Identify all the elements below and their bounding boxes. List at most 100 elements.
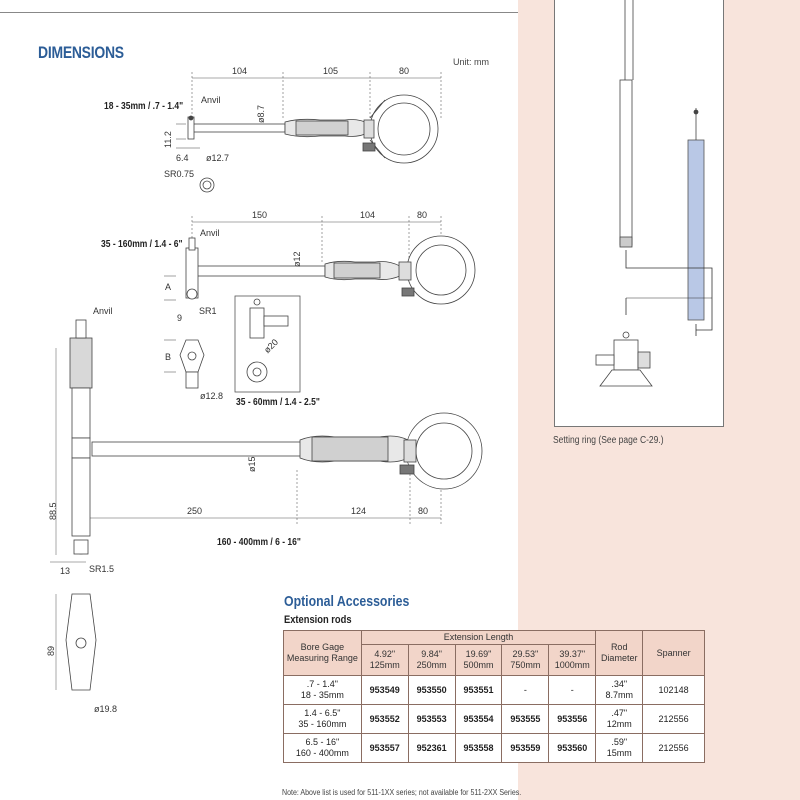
gage1-title: 18 - 35mm / .7 - 1.4": [104, 101, 184, 112]
spanner-cell: 212556: [642, 733, 705, 763]
gage3-rod-dia: ø15: [247, 456, 257, 472]
code-cell: 953559: [501, 733, 550, 763]
gage2-a-label: A: [165, 282, 172, 292]
gage3-dim-3: 80: [418, 506, 429, 516]
accessories-subtitle: Extension rods: [284, 614, 352, 626]
gage2-dim-2: 104: [360, 210, 376, 220]
length-inch: 4.92": [374, 649, 396, 659]
rod-cell: .34"8.7mm: [595, 675, 644, 705]
gage2-anvil-label: Anvil: [200, 228, 220, 238]
gage2-inset-title: 35 - 60mm / 1.4 - 2.5": [236, 397, 320, 408]
gage3-anvil-label: Anvil: [93, 306, 113, 316]
rod-inch: .59": [611, 737, 628, 747]
header-length-cell: 4.92"125mm: [360, 644, 409, 676]
code-cell: 953556: [548, 704, 597, 734]
gage3-height-2: 89: [46, 645, 56, 656]
extension-rods-table: Bore Gage Measuring Range Extension Leng…: [283, 630, 705, 763]
setting-ring-caption: Setting ring (See page C-29.): [553, 435, 664, 446]
code-cell: 953558: [454, 733, 503, 763]
gage3-dim-1: 250: [187, 506, 203, 516]
length-inch: 29.53": [512, 649, 539, 659]
gage3-title: 160 - 400mm / 6 - 16": [217, 537, 301, 548]
header-length-cell: 19.69"500mm: [454, 644, 503, 676]
code-cell: 953557: [360, 733, 409, 763]
table-row: 6.5 - 16"160 - 400mm 953557 952361 95355…: [283, 733, 705, 763]
table-row: 1.4 - 6.5"35 - 160mm 953552 953553 95355…: [283, 704, 705, 734]
rod-cell: .47"12mm: [595, 704, 644, 734]
gage1-dim-2: 105: [323, 66, 339, 76]
length-mm: 1000mm: [554, 660, 590, 670]
header-length-cell: 29.53"750mm: [501, 644, 550, 676]
top-rule: [0, 0, 518, 13]
range-inch: 1.4 - 6.5": [304, 708, 341, 718]
code-cell: 953560: [548, 733, 597, 763]
code-cell: 952361: [407, 733, 456, 763]
range-mm: 18 - 35mm: [300, 690, 344, 700]
range-cell: .7 - 1.4"18 - 35mm: [283, 675, 362, 705]
code-cell: 953552: [360, 704, 409, 734]
length-inch: 39.37": [559, 649, 586, 659]
length-mm: 500mm: [463, 660, 494, 670]
gage1-contact-dia: ø12.7: [206, 153, 230, 163]
table-row: .7 - 1.4"18 - 35mm 953549 953550 953551 …: [283, 675, 705, 705]
spanner-cell: 102148: [642, 675, 705, 705]
header-range: Bore Gage Measuring Range: [283, 630, 362, 676]
range-inch: .7 - 1.4": [306, 679, 338, 689]
gage2-b-label: B: [165, 352, 172, 362]
spanner-cell: 212556: [642, 704, 705, 734]
gage1-height: 11.2: [163, 131, 173, 148]
table-header-row: Bore Gage Measuring Range Extension Leng…: [283, 630, 705, 676]
table-note: Note: Above list is used for 511-1XX ser…: [282, 788, 522, 797]
gage3-width: 13: [60, 566, 71, 576]
code-cell: 953551: [454, 675, 503, 705]
page-heading: DIMENSIONS: [38, 43, 124, 62]
code-cell: 953554: [454, 704, 503, 734]
gage2-drawing: [164, 216, 476, 393]
gage2-dim-3: 80: [417, 210, 428, 220]
rod-mm: 12mm: [606, 719, 632, 729]
range-inch: 6.5 - 16": [305, 737, 340, 747]
code-cell: 953550: [407, 675, 456, 705]
gage1-rod-dia: ø8.7: [256, 104, 266, 123]
header-rod-diameter: Rod Diameter: [595, 630, 644, 676]
length-inch: 9.84": [421, 649, 442, 659]
gage2-title: 35 - 160mm / 1.4 - 6": [101, 239, 183, 250]
gage3-radius: SR1.5: [89, 564, 115, 574]
length-inch: 19.69": [465, 649, 492, 659]
rod-inch: .34": [611, 679, 628, 689]
rod-mm: 8.7mm: [605, 690, 633, 700]
rod-cell: .59"15mm: [595, 733, 644, 763]
gage1-radius: SR0.75: [164, 169, 195, 179]
setting-ring-drawing: [595, 0, 713, 387]
gage2-width: 9: [177, 313, 183, 323]
code-cell: 953555: [501, 704, 550, 734]
gage2-radius: SR1: [199, 306, 217, 316]
length-mm: 250mm: [416, 660, 447, 670]
code-cell: -: [501, 675, 550, 705]
rod-inch: .47": [611, 708, 628, 718]
gage3-height: 88.5: [48, 502, 58, 520]
length-mm: 125mm: [369, 660, 400, 670]
code-cell: 953549: [360, 675, 409, 705]
range-mm: 35 - 160mm: [298, 719, 347, 729]
header-spanner: Spanner: [642, 630, 705, 676]
gage3-dim-2: 124: [351, 506, 367, 516]
rod-mm: 15mm: [606, 748, 632, 758]
header-length-cell: 39.37"1000mm: [548, 644, 597, 676]
code-cell: 953553: [407, 704, 456, 734]
gage2-dim-1: 150: [252, 210, 268, 220]
gage1-drawing: [176, 72, 442, 193]
range-cell: 6.5 - 16"160 - 400mm: [283, 733, 362, 763]
gage1-width: 6.4: [176, 153, 189, 163]
unit-label: Unit: mm: [453, 57, 489, 67]
gage2-rod-dia: ø12: [292, 251, 302, 267]
table-subheader-row: 4.92"125mm 9.84"250mm 19.69"500mm 29.53"…: [284, 644, 705, 676]
accessories-title: Optional Accessories: [284, 593, 410, 610]
gage2-contact-dia: ø12.8: [200, 391, 224, 401]
gage3-contact-dia: ø19.8: [94, 704, 118, 714]
length-mm: 750mm: [510, 660, 541, 670]
range-mm: 160 - 400mm: [295, 748, 349, 758]
gage1-dim-1: 104: [232, 66, 248, 76]
range-cell: 1.4 - 6.5"35 - 160mm: [283, 704, 362, 734]
